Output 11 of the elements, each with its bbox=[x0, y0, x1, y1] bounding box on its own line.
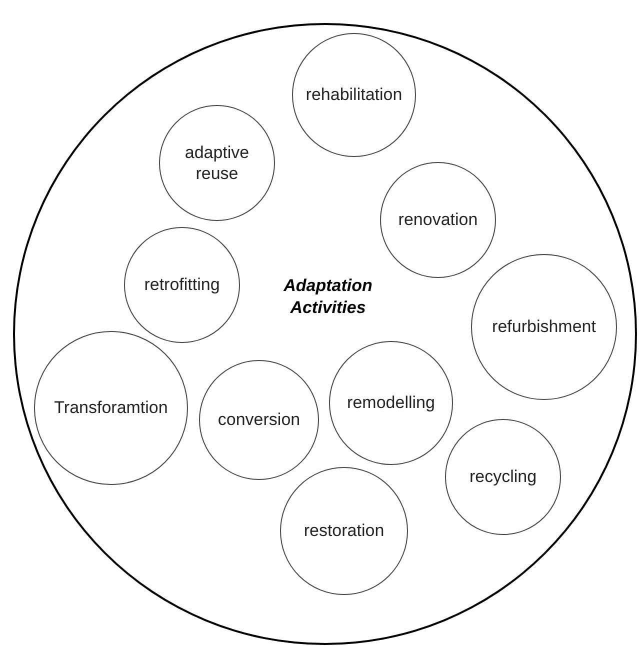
activity-label: recycling bbox=[468, 466, 538, 488]
activity-label: remodelling bbox=[346, 392, 436, 414]
activity-label: Transforamtion bbox=[53, 397, 169, 419]
activity-label: renovation bbox=[397, 209, 479, 231]
activity-label: conversion bbox=[216, 409, 302, 431]
activity-label: adaptive reuse bbox=[184, 142, 250, 184]
activity-label: rehabilitation bbox=[304, 84, 404, 106]
activity-label: restoration bbox=[302, 520, 386, 542]
center-title: Adaptation Activities bbox=[282, 275, 374, 320]
activity-label: retrofitting bbox=[143, 274, 221, 296]
activity-label: refurbishment bbox=[491, 316, 597, 338]
